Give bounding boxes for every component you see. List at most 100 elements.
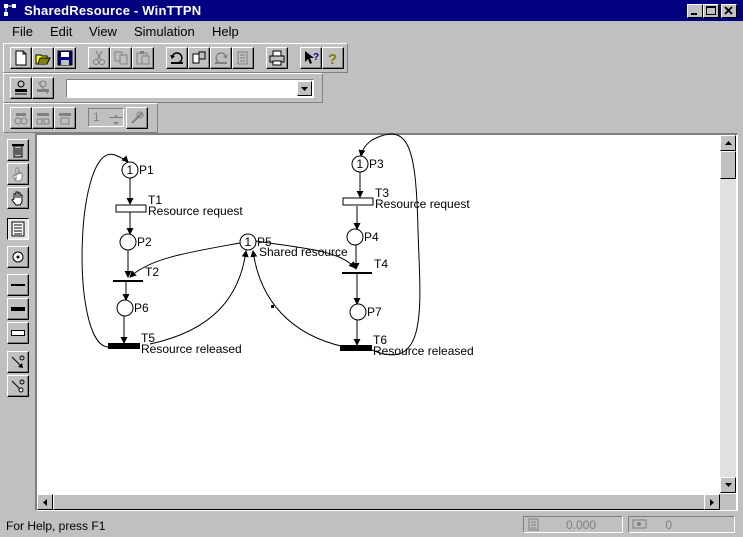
place-circle[interactable] [119, 233, 137, 251]
help-icon: ? [328, 51, 337, 66]
transition-bar[interactable] [342, 197, 374, 206]
arc-t6-p3[interactable] [358, 133, 421, 356]
arc-tool-button[interactable] [7, 351, 29, 373]
scroll-up-button[interactable] [720, 135, 736, 151]
place-circle[interactable] [349, 303, 367, 321]
list-button[interactable] [7, 218, 29, 240]
maximize-button[interactable] [703, 4, 719, 18]
horizontal-scroll-thumb[interactable] [53, 494, 713, 510]
sim-reset-button[interactable] [126, 107, 148, 129]
transition-thin-button[interactable] [7, 274, 29, 296]
delete-button[interactable] [7, 139, 29, 161]
menu-help[interactable]: Help [212, 24, 239, 39]
net-canvas[interactable] [35, 133, 738, 511]
redo-button[interactable] [210, 47, 232, 69]
help-button[interactable]: ? [322, 47, 344, 69]
transition-bar[interactable] [340, 345, 372, 351]
net-combo[interactable] [66, 79, 314, 98]
select-net-2-button[interactable] [32, 77, 54, 99]
transition-thick-icon [11, 307, 25, 311]
horizontal-scrollbar[interactable] [37, 494, 720, 510]
app-icon[interactable] [3, 3, 19, 18]
save-button[interactable] [54, 47, 76, 69]
place-label: P7 [367, 305, 382, 319]
sim-step-button[interactable] [10, 107, 32, 129]
place-token-count: 1 [245, 235, 252, 249]
spin-up-button[interactable] [109, 109, 123, 118]
transition-thin-icon [11, 284, 25, 286]
simulation-toolbar [3, 103, 158, 133]
open-button[interactable] [32, 47, 54, 69]
transition-thick-button[interactable] [7, 298, 29, 320]
place-circle[interactable] [116, 299, 134, 317]
sim-run-button[interactable] [32, 107, 54, 129]
place-circle[interactable] [121, 161, 139, 179]
step-count-spinner[interactable]: 1 [88, 108, 124, 127]
new-icon [15, 50, 27, 66]
transition-t4[interactable]: T4 [342, 257, 388, 274]
transition-t2[interactable]: T2 [113, 265, 159, 282]
transition-open-button[interactable] [7, 322, 29, 344]
spin-down-button[interactable] [109, 117, 123, 125]
place-circle[interactable] [239, 233, 257, 251]
place-p6[interactable]: P6 [116, 299, 149, 317]
new-button[interactable] [10, 47, 32, 69]
arc-p5-t2[interactable] [129, 242, 241, 278]
arc-t5-p1[interactable] [81, 154, 129, 348]
tool-b-button[interactable] [232, 47, 254, 69]
sim-stop-button[interactable] [54, 107, 76, 129]
arc-t5-p5[interactable] [149, 250, 249, 345]
place-circle[interactable] [351, 155, 369, 173]
minimize-button[interactable] [687, 4, 703, 18]
place-p2[interactable]: P2 [119, 233, 152, 251]
place-label: P1 [139, 163, 154, 177]
arc-t6-p5[interactable] [250, 250, 346, 348]
select-net-2-icon [37, 80, 49, 95]
close-button[interactable] [721, 4, 737, 18]
chevron-down-icon [301, 87, 308, 91]
tool-a-button[interactable] [188, 47, 210, 69]
place-tool-button[interactable] [7, 246, 29, 268]
scroll-left-button[interactable] [37, 494, 53, 510]
undo-button[interactable] [166, 47, 188, 69]
transition-bar[interactable] [108, 343, 140, 349]
menu-view[interactable]: View [89, 24, 117, 39]
arc-tool-icon [11, 355, 25, 368]
inhibitor-arc-button[interactable] [7, 375, 29, 397]
menu-file[interactable]: File [12, 24, 33, 39]
paste-button[interactable] [132, 47, 154, 69]
transition-bar[interactable] [115, 204, 147, 213]
hand-move-button[interactable] [7, 187, 29, 209]
arrow-down-icon [725, 483, 732, 487]
place-tool-icon [12, 251, 24, 263]
cut-button[interactable] [88, 47, 110, 69]
menu-edit[interactable]: Edit [50, 24, 73, 39]
vertical-scrollbar[interactable] [720, 135, 736, 493]
arc-p5-t4[interactable] [255, 240, 356, 269]
combo-dropdown-button[interactable] [297, 81, 312, 96]
place-p7[interactable]: P7 [349, 303, 382, 321]
context-help-button[interactable]: ? [300, 47, 322, 69]
vertical-scroll-thumb[interactable] [720, 151, 736, 179]
status-time-panel: 0.000 [523, 516, 623, 533]
scroll-right-button[interactable] [704, 494, 720, 510]
place-p4[interactable]: P4 [346, 228, 379, 246]
hand-pointer-button[interactable] [7, 163, 29, 185]
transition-bar[interactable] [113, 280, 143, 282]
menu-simulation[interactable]: Simulation [134, 24, 195, 39]
print-button[interactable] [266, 47, 288, 69]
select-net-button[interactable] [10, 77, 32, 99]
place-circle[interactable] [346, 228, 364, 246]
scroll-down-button[interactable] [720, 477, 736, 493]
transition-bar[interactable] [342, 272, 372, 274]
copy-button[interactable] [110, 47, 132, 69]
arc-handle[interactable] [271, 305, 274, 308]
